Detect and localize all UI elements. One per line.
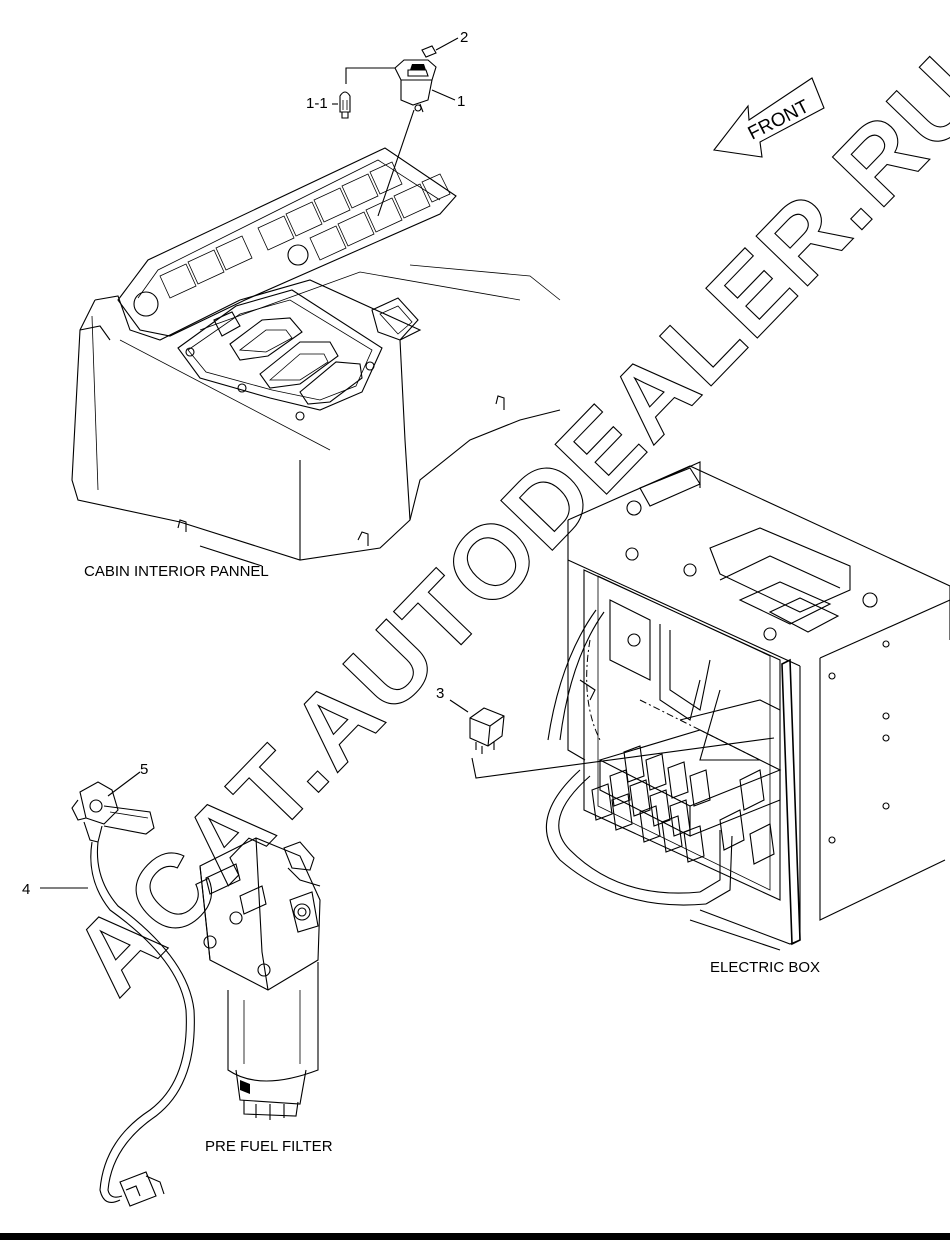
callout-3: 3 <box>436 685 444 702</box>
caption-pre-fuel-filter: PRE FUEL FILTER <box>205 1138 333 1155</box>
pre-fuel-filter <box>199 837 321 1120</box>
front-arrow-shape <box>712 77 825 158</box>
water-sensor <box>71 771 155 843</box>
vent-grille <box>159 161 451 299</box>
electric-box <box>471 461 950 951</box>
front-arrow-label: FRONT <box>745 96 813 145</box>
callout-1-1: 1-1 <box>306 95 328 112</box>
callout-2: 2 <box>460 29 468 46</box>
cabin-interior-panel <box>71 147 561 567</box>
callout-4: 4 <box>22 881 30 898</box>
control-plate <box>177 289 383 421</box>
sensor-harness <box>40 841 195 1207</box>
relay <box>449 699 505 754</box>
callout-1: 1 <box>457 93 465 110</box>
callout-5: 5 <box>140 761 148 778</box>
rocker-switch <box>345 37 459 217</box>
relay-block <box>591 729 782 865</box>
bottom-border <box>0 1233 950 1240</box>
caption-electric-box: ELECTRIC BOX <box>710 959 820 976</box>
caption-cabin-interior-panel: CABIN INTERIOR PANNEL <box>84 563 269 580</box>
bulb <box>332 91 351 119</box>
front-arrow: FRONT <box>712 77 825 158</box>
